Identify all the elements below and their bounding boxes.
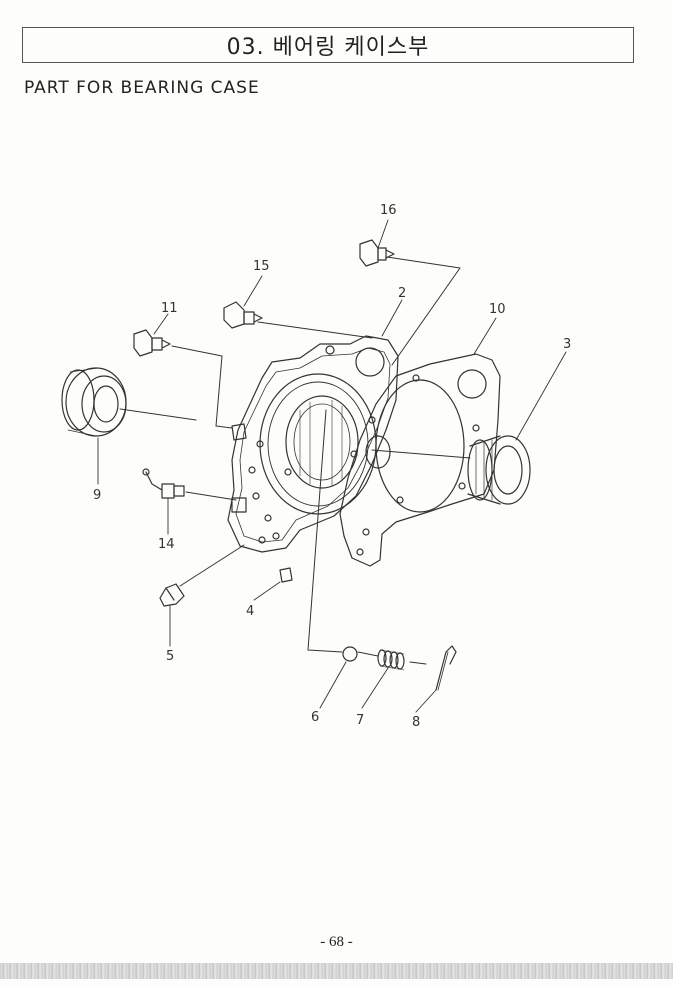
callout-10: 10 bbox=[489, 302, 506, 317]
part-4-nut bbox=[279, 567, 293, 583]
part-15-plug-screw bbox=[223, 301, 263, 329]
part-3-sleeve bbox=[467, 435, 531, 505]
callout-labels: 16 15 2 10 11 3 9 14 4 5 6 7 8 bbox=[93, 203, 571, 730]
part-10-cover-plate bbox=[339, 353, 501, 567]
part-9-ball-bearing bbox=[61, 367, 127, 437]
leader-lines bbox=[119, 256, 471, 665]
callout-2: 2 bbox=[398, 286, 406, 301]
callout-pointers bbox=[97, 219, 567, 713]
part-11-plug-screw bbox=[133, 329, 171, 357]
scan-artifact-strip bbox=[0, 963, 673, 979]
part-2-bearing-case bbox=[227, 335, 399, 553]
callout-6: 6 bbox=[311, 710, 319, 725]
part-7-spring bbox=[377, 649, 405, 671]
section-title-box: 03. 베어링 케이스부 bbox=[22, 27, 634, 63]
section-title: 03. 베어링 케이스부 bbox=[226, 35, 430, 60]
part-8-pin bbox=[435, 645, 457, 691]
part-14-nozzle bbox=[142, 468, 185, 499]
callout-9: 9 bbox=[93, 488, 101, 503]
part-6-ball bbox=[342, 646, 358, 662]
part-16-plug-screw bbox=[359, 239, 395, 267]
callout-4: 4 bbox=[246, 604, 254, 619]
part-5-screw bbox=[159, 583, 185, 607]
callout-16: 16 bbox=[380, 203, 397, 218]
callout-14: 14 bbox=[158, 537, 175, 552]
callout-5: 5 bbox=[166, 649, 174, 664]
page-number: - 68 - bbox=[320, 934, 353, 950]
callout-7: 7 bbox=[356, 713, 364, 728]
callout-8: 8 bbox=[412, 715, 420, 730]
section-subtitle: PART FOR BEARING CASE bbox=[24, 78, 260, 98]
callout-11: 11 bbox=[161, 301, 178, 316]
callout-15: 15 bbox=[253, 259, 270, 274]
callout-3: 3 bbox=[563, 337, 571, 352]
